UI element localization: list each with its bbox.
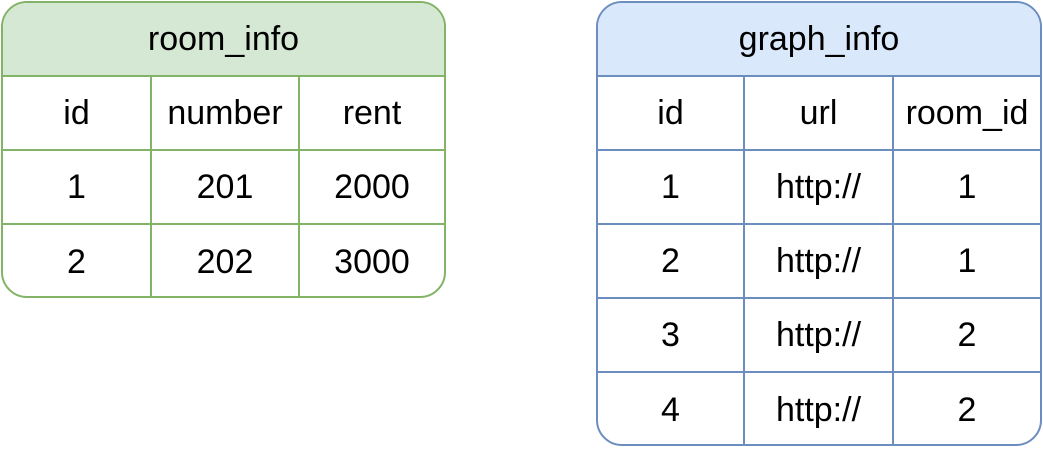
room-info-table: room_info id number rent 1 201 2000 2 20… (1, 1, 446, 298)
table-cell: 2 (957, 390, 977, 429)
table-title: room_info (3, 3, 444, 77)
table-cell: 2 (598, 225, 745, 297)
table-cell: 2 (957, 315, 977, 354)
table-cell: 1 (3, 151, 152, 223)
header-row: id number rent (3, 77, 444, 151)
table-cell: http:// (745, 151, 894, 223)
header-row: id url room_id (598, 77, 1040, 151)
header-cell: id (598, 77, 745, 149)
header-cell: room_id (905, 93, 1029, 132)
table-row: 2 202 3000 (3, 225, 444, 296)
header-cell: rent (342, 93, 402, 132)
table-cell: 202 (152, 225, 300, 296)
table-cell: http:// (745, 225, 894, 297)
table-cell: 2 (3, 225, 152, 296)
table-cell: 3 (598, 299, 745, 371)
header-cell: number (152, 77, 300, 149)
table-row: 3 http:// 2 (598, 299, 1040, 373)
header-cell: id (3, 77, 152, 149)
table-cell: 201 (152, 151, 300, 223)
table-cell: 1 (957, 167, 977, 206)
table-title: graph_info (598, 3, 1040, 77)
table-cell: 1 (957, 241, 977, 280)
graph-info-table: graph_info id url room_id 1 http:// 1 2 … (596, 1, 1042, 446)
header-cell: url (745, 77, 894, 149)
table-row: 1 201 2000 (3, 151, 444, 225)
table-cell: 2000 (334, 167, 410, 206)
table-cell: 1 (598, 151, 745, 223)
table-row: 2 http:// 1 (598, 225, 1040, 299)
table-cell: http:// (745, 373, 894, 444)
table-cell: 4 (598, 373, 745, 444)
table-cell: http:// (745, 299, 894, 371)
table-row: 4 http:// 2 (598, 373, 1040, 444)
table-cell: 3000 (334, 242, 410, 281)
table-row: 1 http:// 1 (598, 151, 1040, 225)
